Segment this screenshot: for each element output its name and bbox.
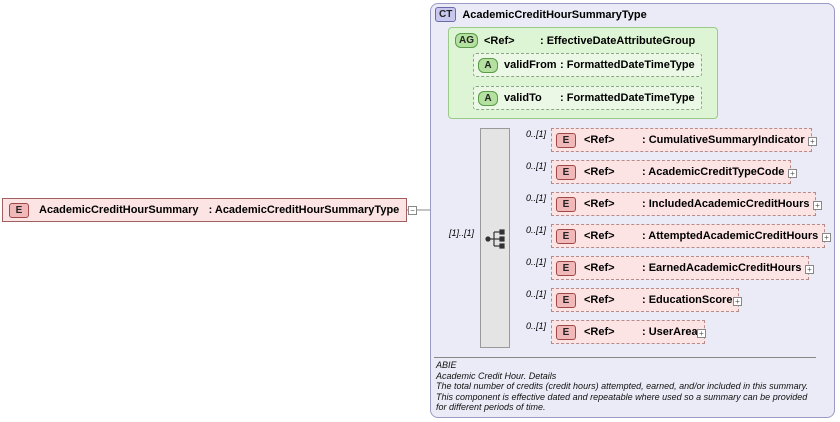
attribute-group-badge: AG bbox=[455, 33, 478, 48]
child-name: : EarnedAcademicCreditHours bbox=[642, 262, 802, 274]
child-ref: <Ref> bbox=[584, 326, 615, 338]
expand-icon[interactable]: + bbox=[805, 265, 814, 274]
child-name: : CumulativeSummaryIndicator bbox=[642, 134, 805, 146]
child-element-cumulative-summary-indicator[interactable]: E <Ref> : CumulativeSummaryIndicator bbox=[551, 128, 812, 152]
child-name: : AttemptedAcademicCreditHours bbox=[642, 230, 819, 242]
child-cardinality: 0..[1] bbox=[526, 193, 547, 203]
collapse-icon[interactable]: − bbox=[408, 206, 417, 215]
element-badge: E bbox=[556, 292, 576, 308]
expand-icon[interactable]: + bbox=[813, 201, 822, 210]
attribute-name: validFrom bbox=[504, 59, 557, 71]
child-name: : IncludedAcademicCreditHours bbox=[642, 198, 810, 210]
sequence-cardinality: [1]..[1] bbox=[449, 228, 475, 238]
doc-line: Academic Credit Hour. Details bbox=[436, 370, 557, 381]
child-element-user-area[interactable]: E <Ref> : UserArea bbox=[551, 320, 705, 344]
attribute-group-name: : EffectiveDateAttributeGroup bbox=[540, 34, 696, 47]
doc-line: This component is effective dated and re… bbox=[436, 391, 808, 402]
complex-type-badge: CT bbox=[435, 7, 457, 22]
child-ref: <Ref> bbox=[584, 262, 615, 274]
element-badge: E bbox=[9, 202, 29, 218]
attribute-badge: A bbox=[478, 90, 498, 106]
attribute-badge: A bbox=[478, 57, 498, 73]
child-name: : AcademicCreditTypeCode bbox=[642, 166, 785, 178]
attribute-type: : FormattedDateTimeType bbox=[560, 59, 695, 71]
child-name: : UserArea bbox=[642, 326, 698, 338]
child-cardinality: 0..[1] bbox=[526, 129, 547, 139]
child-element-education-score[interactable]: E <Ref> : EducationScore bbox=[551, 288, 740, 312]
element-badge: E bbox=[556, 260, 576, 276]
attribute-group-ref: <Ref> bbox=[484, 34, 515, 47]
child-element-earned-academic-credit-hours[interactable]: E <Ref> : EarnedAcademicCreditHours bbox=[551, 256, 809, 280]
doc-line: for different periods of time. bbox=[436, 402, 546, 412]
attribute-valid-to[interactable]: A validTo : FormattedDateTimeType bbox=[473, 86, 702, 110]
expand-icon[interactable]: + bbox=[733, 297, 742, 306]
child-ref: <Ref> bbox=[584, 134, 615, 146]
doc-line: The total number of credits (credit hour… bbox=[436, 381, 809, 391]
element-badge: E bbox=[556, 164, 576, 180]
expand-icon[interactable]: + bbox=[822, 233, 831, 242]
child-element-attempted-academic-credit-hours[interactable]: E <Ref> : AttemptedAcademicCreditHours bbox=[551, 224, 826, 248]
expand-icon[interactable]: + bbox=[697, 329, 706, 338]
root-element-type: : AcademicCreditHourSummaryType bbox=[208, 204, 400, 216]
attribute-group-header: AG <Ref> : EffectiveDateAttributeGroup bbox=[455, 33, 695, 48]
child-cardinality: 0..[1] bbox=[526, 289, 547, 299]
child-cardinality: 0..[1] bbox=[526, 225, 547, 235]
child-cardinality: 0..[1] bbox=[526, 257, 547, 267]
root-element[interactable]: E AcademicCreditHourSummary : AcademicCr… bbox=[2, 198, 407, 222]
child-ref: <Ref> bbox=[584, 166, 615, 178]
attribute-valid-from[interactable]: A validFrom : FormattedDateTimeType bbox=[473, 53, 702, 77]
documentation-divider bbox=[434, 357, 816, 358]
child-element-academic-credit-type-code[interactable]: E <Ref> : AcademicCreditTypeCode bbox=[551, 160, 792, 184]
attribute-name: validTo bbox=[504, 92, 542, 104]
documentation-block: ABIE Academic Credit Hour. Details The t… bbox=[436, 360, 821, 413]
expand-icon[interactable]: + bbox=[808, 137, 817, 146]
attribute-type: : FormattedDateTimeType bbox=[560, 92, 695, 104]
child-ref: <Ref> bbox=[584, 198, 615, 210]
child-ref: <Ref> bbox=[584, 294, 615, 306]
complex-type-name: AcademicCreditHourSummaryType bbox=[462, 8, 647, 21]
element-badge: E bbox=[556, 196, 576, 212]
element-badge: E bbox=[556, 228, 576, 244]
element-badge: E bbox=[556, 324, 576, 340]
doc-line: ABIE bbox=[436, 360, 457, 370]
root-element-name: AcademicCreditHourSummary bbox=[39, 204, 199, 216]
child-name: : EducationScore bbox=[642, 294, 733, 306]
expand-icon[interactable]: + bbox=[788, 169, 797, 178]
child-element-included-academic-credit-hours[interactable]: E <Ref> : IncludedAcademicCreditHours bbox=[551, 192, 817, 216]
element-badge: E bbox=[556, 132, 576, 148]
complex-type-header: CT AcademicCreditHourSummaryType bbox=[435, 7, 647, 22]
sequence-icon bbox=[485, 229, 505, 249]
sequence-compositor[interactable] bbox=[480, 128, 510, 348]
child-ref: <Ref> bbox=[584, 230, 615, 242]
child-cardinality: 0..[1] bbox=[526, 161, 547, 171]
child-cardinality: 0..[1] bbox=[526, 321, 547, 331]
